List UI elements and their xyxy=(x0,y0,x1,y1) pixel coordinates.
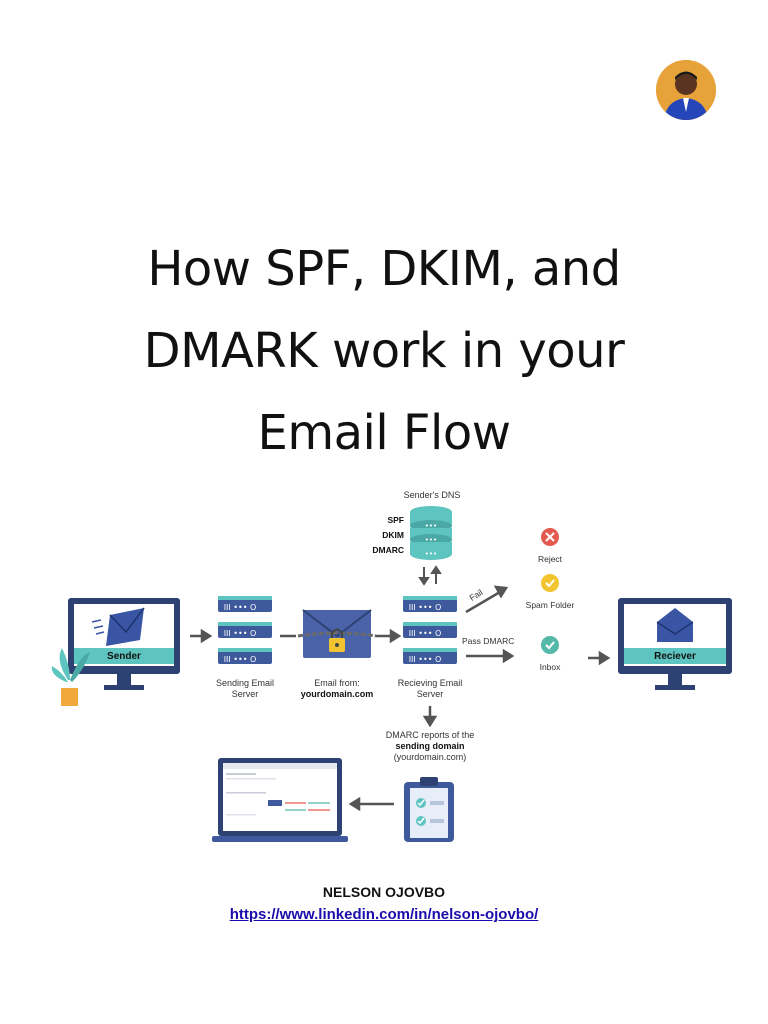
svg-text:III ••• O: III ••• O xyxy=(224,655,257,664)
pass-dmarc-label: Pass DMARC xyxy=(462,636,515,646)
plant-icon xyxy=(51,648,90,706)
inbox-icon xyxy=(541,636,559,654)
page-title: How SPF, DKIM, and DMARK work in your Em… xyxy=(0,228,768,474)
arrow-to-reports xyxy=(422,706,438,728)
email-from-domain: yourdomain.com xyxy=(300,689,374,699)
author-avatar xyxy=(656,60,716,120)
title-line-1: How SPF, DKIM, and xyxy=(147,241,621,297)
senders-dns-label: Sender's DNS xyxy=(403,490,461,500)
svg-text:III ••• O: III ••• O xyxy=(409,655,442,664)
sender-label: Sender xyxy=(107,651,141,662)
title-line-2: DMARK work in your xyxy=(143,323,625,379)
sender-monitor-icon xyxy=(68,598,180,690)
dmarc-reports-line2: sending domain xyxy=(395,741,465,751)
svg-text:•••: ••• xyxy=(425,536,437,544)
svg-text:•••: ••• xyxy=(425,550,437,558)
receiving-server-label-line2: Server xyxy=(416,689,444,699)
fail-arrow xyxy=(465,585,509,614)
email-from-label: Email from: xyxy=(314,678,360,688)
inbox-label: Inbox xyxy=(539,662,561,672)
dmarc-reports-line1: DMARC reports of the xyxy=(385,730,475,740)
arrow-to-sending-server xyxy=(190,628,213,644)
arrow-to-dashboard xyxy=(348,796,394,812)
svg-text:III ••• O: III ••• O xyxy=(409,629,442,638)
clipboard-report-icon xyxy=(404,777,454,842)
spam-folder-icon xyxy=(541,574,559,592)
pass-arrow xyxy=(466,648,515,664)
svg-text:•••: ••• xyxy=(425,522,437,530)
title-line-3: Email Flow xyxy=(257,405,512,461)
dns-query-arrows xyxy=(418,565,442,586)
arrow-to-receiver xyxy=(588,650,611,666)
sending-server-icon: III ••• O III ••• O III ••• O xyxy=(218,596,272,664)
reject-label: Reject xyxy=(537,554,563,564)
receiving-server-icon: III ••• O III ••• O III ••• O xyxy=(403,596,457,664)
arrow-to-receiving-server xyxy=(376,628,402,644)
dns-record-dkim: DKIM xyxy=(382,530,404,540)
svg-text:III ••• O: III ••• O xyxy=(224,603,257,612)
receiver-label: Reciever xyxy=(654,651,696,662)
dns-database-icon: ••• ••• ••• xyxy=(410,506,452,560)
linkedin-link[interactable]: https://www.linkedin.com/in/nelson-ojovb… xyxy=(229,906,539,923)
receiver-monitor-icon xyxy=(618,598,732,690)
sending-server-label-line2: Server xyxy=(231,689,259,699)
email-flow-diagram: ••• ••• ••• xyxy=(0,470,768,860)
laptop-dashboard-icon xyxy=(212,758,348,842)
locked-envelope-icon xyxy=(297,609,377,658)
reject-icon xyxy=(541,528,559,546)
svg-text:III ••• O: III ••• O xyxy=(224,629,257,638)
sending-server-label-line1: Sending Email xyxy=(215,678,275,688)
receiving-server-label-line1: Recieving Email xyxy=(397,678,463,688)
dmarc-reports-line3: (yourdomain.com) xyxy=(393,752,467,762)
dns-record-dmarc: DMARC xyxy=(372,545,404,555)
author-name: NELSON OJOVBO xyxy=(322,884,446,900)
spam-folder-label: Spam Folder xyxy=(525,600,575,610)
svg-text:III ••• O: III ••• O xyxy=(409,603,442,612)
dns-record-spf: SPF xyxy=(387,515,404,525)
